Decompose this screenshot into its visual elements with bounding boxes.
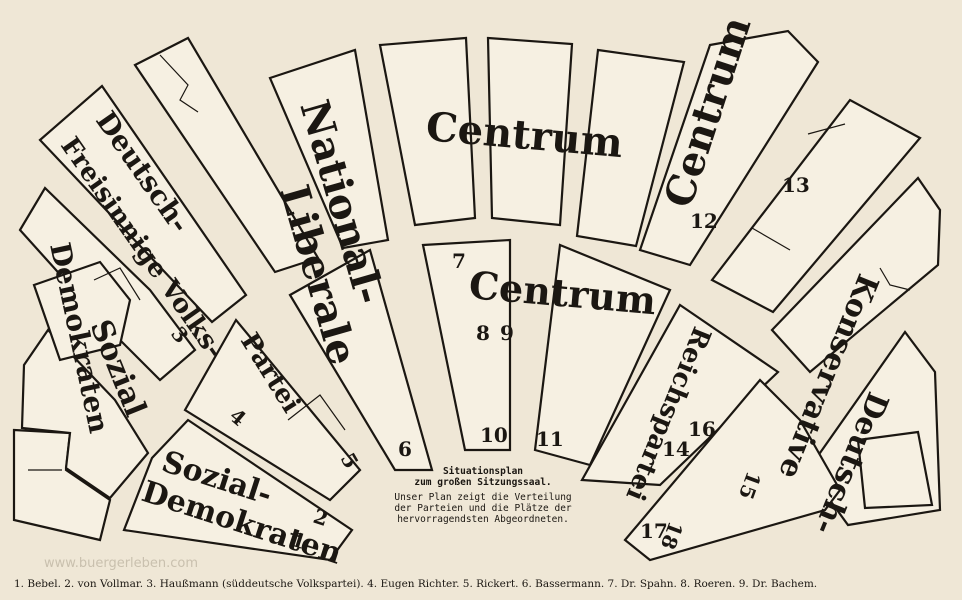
plan-caption: Situationsplan zum großen Sitzungssaal. … — [376, 466, 590, 525]
seat-number-9: 9 — [500, 321, 514, 345]
caption-title-1: Situationsplan — [442, 466, 524, 477]
block-small-right-box — [856, 430, 934, 510]
seat-number-14: 14 — [662, 437, 690, 461]
partition-line — [93, 267, 141, 301]
partition-line — [807, 123, 846, 135]
partition-line — [159, 54, 199, 113]
seat-number-13: 13 — [782, 173, 810, 197]
block-outer-left-5 — [133, 36, 320, 274]
block-reichspartei — [580, 303, 780, 487]
caption-body-3: hervorragendsten Abgeordneten. — [397, 514, 569, 525]
block-national-liberale-inner — [288, 248, 434, 472]
block-centrum-top-1 — [378, 36, 477, 227]
seat-number-6: 6 — [398, 437, 412, 461]
block-deutsch-freisinnige — [38, 84, 248, 324]
block-left-small-box — [32, 260, 132, 362]
seat-number-11: 11 — [536, 427, 564, 451]
block-centrum-top-2 — [486, 36, 574, 227]
seat-number-12: 12 — [690, 209, 718, 233]
seat-number-10: 10 — [480, 423, 508, 447]
block-national-liberale-top — [268, 48, 390, 250]
block-seat-4 — [183, 318, 362, 502]
caption-body-1: Unser Plan zeigt die Verteilung — [394, 492, 572, 503]
seat-number-7: 7 — [452, 249, 466, 273]
partition-line — [879, 267, 911, 291]
block-seat-15-18 — [623, 378, 842, 562]
block-konservative — [770, 176, 942, 374]
seat-number-17: 17 — [640, 519, 668, 543]
block-seat-13 — [710, 98, 922, 314]
watermark: www.buergerleben.com — [44, 556, 199, 571]
seat-number-16: 16 — [688, 417, 716, 441]
footer-legend: 1. Bebel. 2. von Vollmar. 3. Haußmann (s… — [14, 578, 818, 590]
block-sozial-demokraten-bottom — [122, 418, 354, 562]
block-centrum-inner-1 — [421, 238, 512, 452]
caption-body-2: der Parteien und die Plätze der — [394, 503, 572, 514]
partition-line — [287, 394, 346, 431]
partition-line — [751, 227, 791, 251]
caption-title-2: zum großen Sitzungssaal. — [414, 477, 552, 488]
seat-number-8: 8 — [476, 321, 490, 345]
block-centrum-top-4 — [638, 29, 820, 267]
block-centrum-top-3 — [575, 48, 686, 248]
